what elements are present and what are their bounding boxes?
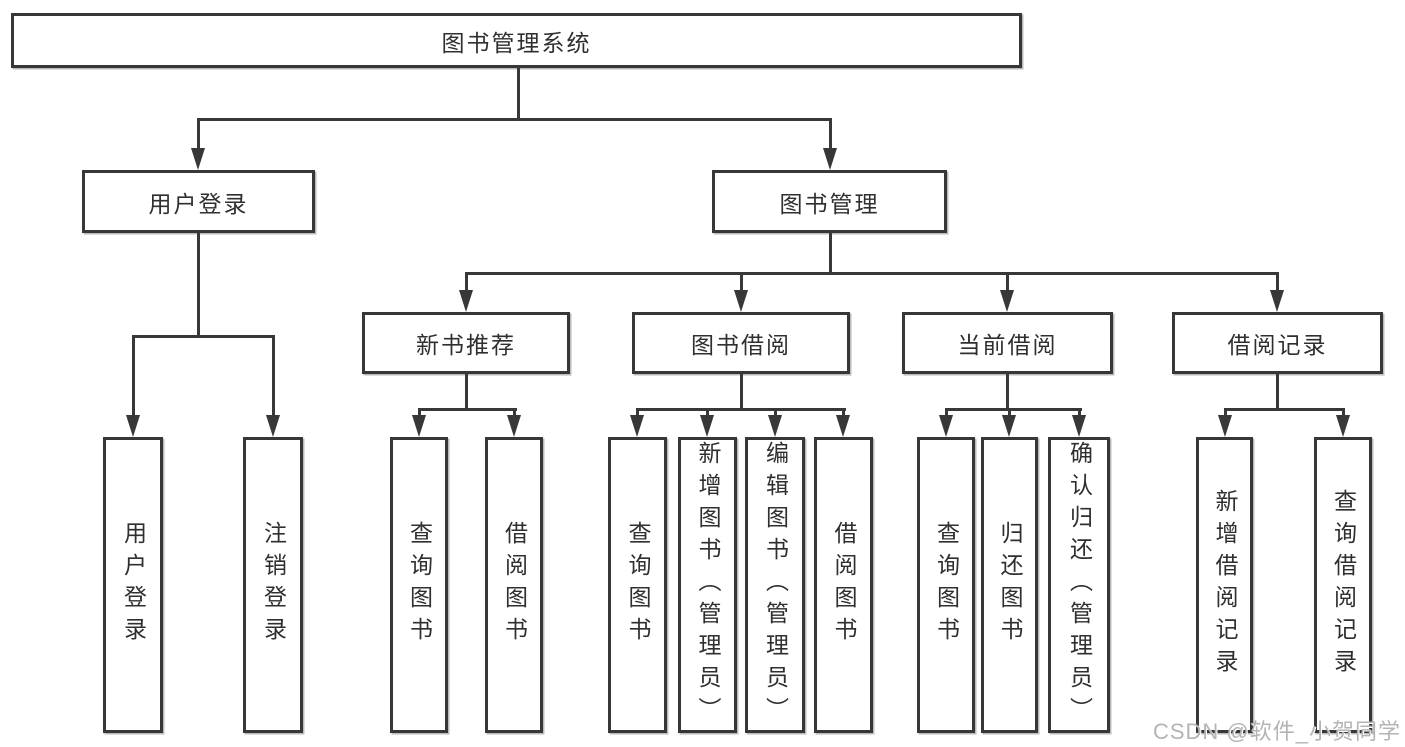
arrow-to-leaf-logout xyxy=(266,415,280,437)
node-current-borrow-label: 当前借阅 xyxy=(957,332,1058,358)
connector-borrow-record-shaft xyxy=(1276,272,1279,292)
arrow-to-br-add xyxy=(1218,415,1232,437)
node-book-manage: 图书管理 xyxy=(712,170,947,233)
leaf-current-confirm: 确认归还（管理员） xyxy=(1048,437,1110,733)
arrow-to-br-query xyxy=(1336,415,1350,437)
connector-user-login-shaft xyxy=(197,118,200,150)
leaf-borrow-borrow: 借阅图书 xyxy=(814,437,873,733)
node-current-borrow: 当前借阅 xyxy=(902,312,1113,374)
connector-level2-bar xyxy=(197,118,832,121)
connector-new-book-trunk xyxy=(465,374,468,411)
node-root: 图书管理系统 xyxy=(11,13,1022,68)
connector-bb-edit-shaft xyxy=(774,408,777,420)
node-user-login: 用户登录 xyxy=(82,170,315,233)
arrow-to-user-login xyxy=(191,148,205,170)
connector-bb-borrow-shaft xyxy=(842,408,845,420)
connector-leaf-logout-shaft xyxy=(272,335,275,417)
leaf-record-query: 查询借阅记录 xyxy=(1314,437,1372,733)
connector-borrow-record-trunk xyxy=(1276,374,1279,411)
arrow-to-borrow-record xyxy=(1270,290,1284,312)
connector-cb-return-shaft xyxy=(1008,408,1011,420)
leaf-current-query: 查询图书 xyxy=(917,437,975,733)
leaf-borrow-add-label: 新增图书（管理员） xyxy=(695,441,721,729)
arrow-to-bb-query xyxy=(630,415,644,437)
leaf-newbook-query: 查询图书 xyxy=(390,437,448,733)
connector-bb-query-shaft xyxy=(636,408,639,420)
node-book-borrow: 图书借阅 xyxy=(632,312,850,374)
leaf-newbook-query-label: 查询图书 xyxy=(406,521,433,649)
leaf-current-return: 归还图书 xyxy=(981,437,1038,733)
arrow-to-cb-confirm xyxy=(1072,415,1086,437)
node-book-borrow-label: 图书借阅 xyxy=(691,332,791,358)
node-root-label: 图书管理系统 xyxy=(441,29,592,56)
connector-current-borrow-bar xyxy=(945,408,1082,411)
connector-new-book-shaft xyxy=(465,272,468,292)
connector-book-manage-trunk xyxy=(829,233,832,275)
connector-book-borrow-shaft xyxy=(740,272,743,292)
connector-cb-confirm-shaft xyxy=(1078,408,1081,420)
leaf-borrow-edit-label: 编辑图书（管理员） xyxy=(762,441,789,729)
arrow-to-nb-query xyxy=(412,415,426,437)
arrow-to-cb-query xyxy=(939,415,953,437)
connector-book-borrow-bar xyxy=(636,408,846,411)
connector-new-book-bar xyxy=(418,408,517,411)
connector-book-manage-shaft xyxy=(829,118,832,150)
leaf-newbook-borrow: 借阅图书 xyxy=(485,437,543,733)
connector-root-trunk xyxy=(517,68,520,118)
connector-br-add-shaft xyxy=(1224,408,1227,420)
connector-borrow-record-bar xyxy=(1224,408,1345,411)
leaf-borrow-add: 新增图书（管理员） xyxy=(678,437,737,733)
connector-nb-borrow-shaft xyxy=(513,408,516,420)
leaf-current-return-label: 归还图书 xyxy=(997,521,1023,649)
arrow-to-leaf-login xyxy=(126,415,140,437)
arrow-to-nb-borrow xyxy=(507,415,521,437)
connector-user-login-trunk xyxy=(197,233,200,335)
arrow-to-cb-return xyxy=(1002,415,1016,437)
leaf-user-login-label: 用户登录 xyxy=(120,521,147,649)
connector-bb-add-shaft xyxy=(706,408,709,420)
leaf-borrow-edit: 编辑图书（管理员） xyxy=(745,437,805,733)
leaf-borrow-query: 查询图书 xyxy=(608,437,667,733)
leaf-user-login: 用户登录 xyxy=(103,437,163,733)
arrow-to-bb-edit xyxy=(768,415,782,437)
leaf-logout-label: 注销登录 xyxy=(260,521,287,649)
leaf-newbook-borrow-label: 借阅图书 xyxy=(501,521,528,649)
node-book-manage-label: 图书管理 xyxy=(779,190,880,217)
connector-cb-query-shaft xyxy=(945,408,948,420)
node-borrow-record-label: 借阅记录 xyxy=(1227,332,1328,358)
node-new-book-label: 新书推荐 xyxy=(416,332,516,358)
connector-user-login-bar xyxy=(132,335,275,338)
leaf-borrow-borrow-label: 借阅图书 xyxy=(831,521,857,649)
arrow-to-bb-borrow xyxy=(836,415,850,437)
arrow-to-current-borrow xyxy=(1000,290,1014,312)
leaf-borrow-query-label: 查询图书 xyxy=(625,521,651,649)
connector-book-borrow-trunk xyxy=(740,374,743,411)
node-new-book: 新书推荐 xyxy=(362,312,570,374)
leaf-record-add-label: 新增借阅记录 xyxy=(1212,489,1238,681)
leaf-current-query-label: 查询图书 xyxy=(933,521,960,649)
node-borrow-record: 借阅记录 xyxy=(1172,312,1383,374)
leaf-logout: 注销登录 xyxy=(243,437,303,733)
arrow-to-bb-add xyxy=(700,415,714,437)
csdn-watermark: CSDN @软件_小贺同学 xyxy=(1152,719,1401,744)
connector-current-borrow-trunk xyxy=(1006,374,1009,411)
arrow-to-book-borrow xyxy=(734,290,748,312)
leaf-current-confirm-label: 确认归还（管理员） xyxy=(1066,441,1093,729)
connector-leaf-login-shaft xyxy=(132,335,135,417)
leaf-record-add: 新增借阅记录 xyxy=(1196,437,1253,733)
arrow-to-new-book xyxy=(459,290,473,312)
connector-nb-query-shaft xyxy=(418,408,421,420)
arrow-to-book-manage xyxy=(823,148,837,170)
connector-level3-bar xyxy=(465,272,1279,275)
node-user-login-label: 用户登录 xyxy=(148,190,249,217)
leaf-record-query-label: 查询借阅记录 xyxy=(1330,489,1357,681)
connector-br-query-shaft xyxy=(1342,408,1345,420)
connector-current-borrow-shaft xyxy=(1006,272,1009,292)
